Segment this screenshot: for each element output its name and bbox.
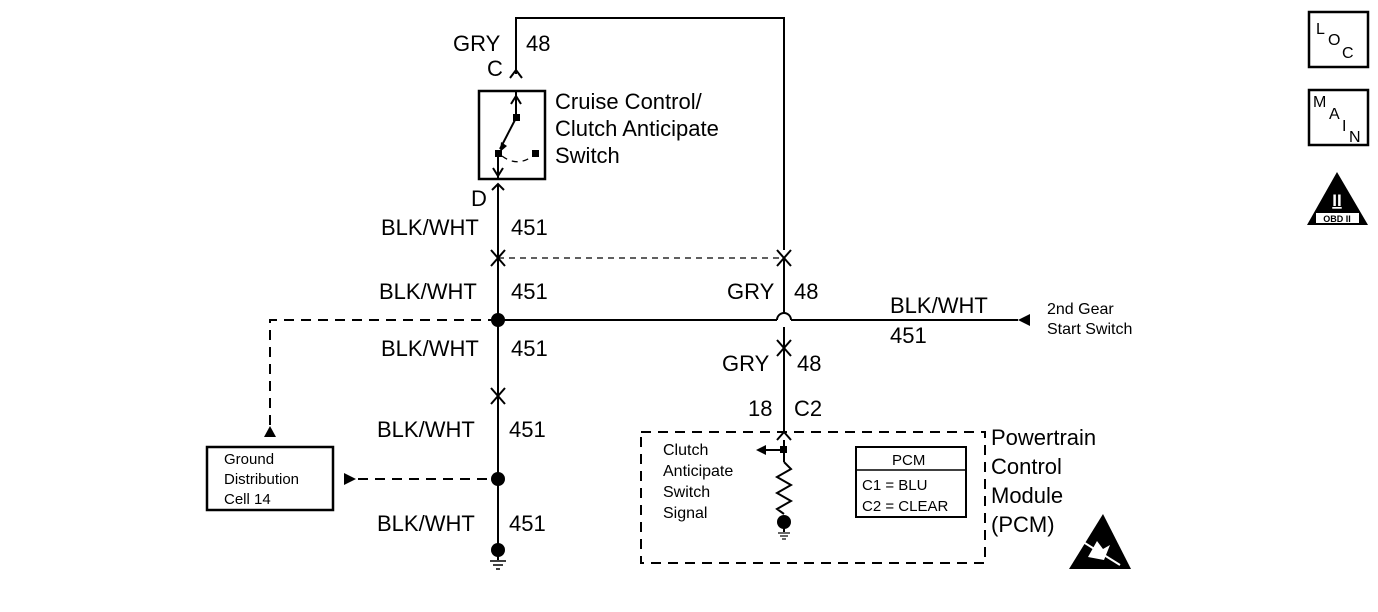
pcm-connector-legend (855, 446, 967, 518)
pcm-name-line1: Powertrain (991, 425, 1096, 450)
loc-icon[interactable] (1307, 10, 1370, 69)
pcm-name-line4: (PCM) (991, 512, 1055, 537)
esd-warning-icon (1069, 514, 1131, 569)
ground-link-arrow-right (344, 473, 356, 485)
blk-wht-451-vertical (490, 182, 506, 548)
signal-line1: Clutch (663, 442, 708, 459)
right-wire-circuit: 451 (890, 323, 927, 348)
loc-letter-c: C (1342, 45, 1354, 62)
gry-low-color: GRY (722, 351, 770, 376)
second-gear-line2: Start Switch (1047, 321, 1132, 338)
main-letter-a: A (1329, 106, 1340, 123)
wire1-color: BLK/WHT (381, 215, 479, 240)
gry-mid-color: GRY (727, 279, 775, 304)
signal-line4: Signal (663, 505, 707, 522)
wire5-circuit: 451 (509, 511, 546, 536)
ground-distribution-box[interactable] (205, 445, 335, 512)
right-wire-color: BLK/WHT (890, 293, 988, 318)
ground-dashed-link-upper (269, 319, 498, 430)
legend-c1: C1 = BLU (862, 477, 927, 494)
switch-name-line2: Clutch Anticipate (555, 116, 719, 141)
top-wire-color: GRY (453, 31, 501, 56)
ground-cell-line2: Distribution (224, 471, 299, 488)
gry-48-vertical (776, 256, 792, 441)
main-icon[interactable] (1307, 88, 1370, 147)
signal-line2: Anticipate (663, 463, 733, 480)
wire5-color: BLK/WHT (377, 511, 475, 536)
loc-letter-o: O (1328, 32, 1340, 49)
main-letter-i: I (1342, 118, 1346, 135)
pcm-name-line3: Module (991, 483, 1063, 508)
switch-terminal-c: C (487, 56, 503, 81)
ground-cell-line1: Ground (224, 451, 274, 468)
pcm-name-line2: Control (991, 454, 1062, 479)
second-gear-line1: 2nd Gear (1047, 301, 1114, 318)
wire1-circuit: 451 (511, 215, 548, 240)
top-wire-circuit: 48 (526, 31, 550, 56)
pcm-internal-circuit (756, 440, 794, 540)
ground-cell-line3: Cell 14 (224, 491, 271, 508)
main-letter-m: M (1313, 94, 1326, 111)
wire3-color: BLK/WHT (381, 336, 479, 361)
gry-mid-circuit: 48 (794, 279, 818, 304)
gry-low-circuit: 48 (797, 351, 821, 376)
wire4-circuit: 451 (509, 417, 546, 442)
cruise-clutch-switch (477, 89, 547, 181)
wire2-circuit: 451 (511, 279, 548, 304)
pcm-module-box (640, 431, 986, 564)
switch-name-line1: Cruise Control/ (555, 89, 703, 114)
wire2-color: BLK/WHT (379, 279, 477, 304)
main-letter-n: N (1349, 129, 1361, 146)
obd-numeral: II (1332, 191, 1341, 210)
obd-text: OBD II (1323, 214, 1351, 224)
legend-title: PCM (892, 452, 925, 469)
loc-letter-l: L (1316, 21, 1325, 38)
obd-ii-icon[interactable] (1307, 172, 1368, 225)
wire3-circuit: 451 (511, 336, 548, 361)
signal-line3: Switch (663, 484, 710, 501)
legend-c2: C2 = CLEAR (862, 498, 948, 515)
pcm-connector: C2 (794, 396, 822, 421)
pcm-pin-number: 18 (748, 396, 772, 421)
ground-link-arrow-up (264, 426, 276, 437)
wire4-color: BLK/WHT (377, 417, 475, 442)
switch-name-line3: Switch (555, 143, 620, 168)
switch-terminal-d: D (471, 186, 487, 211)
ground-symbol-left (490, 543, 506, 570)
